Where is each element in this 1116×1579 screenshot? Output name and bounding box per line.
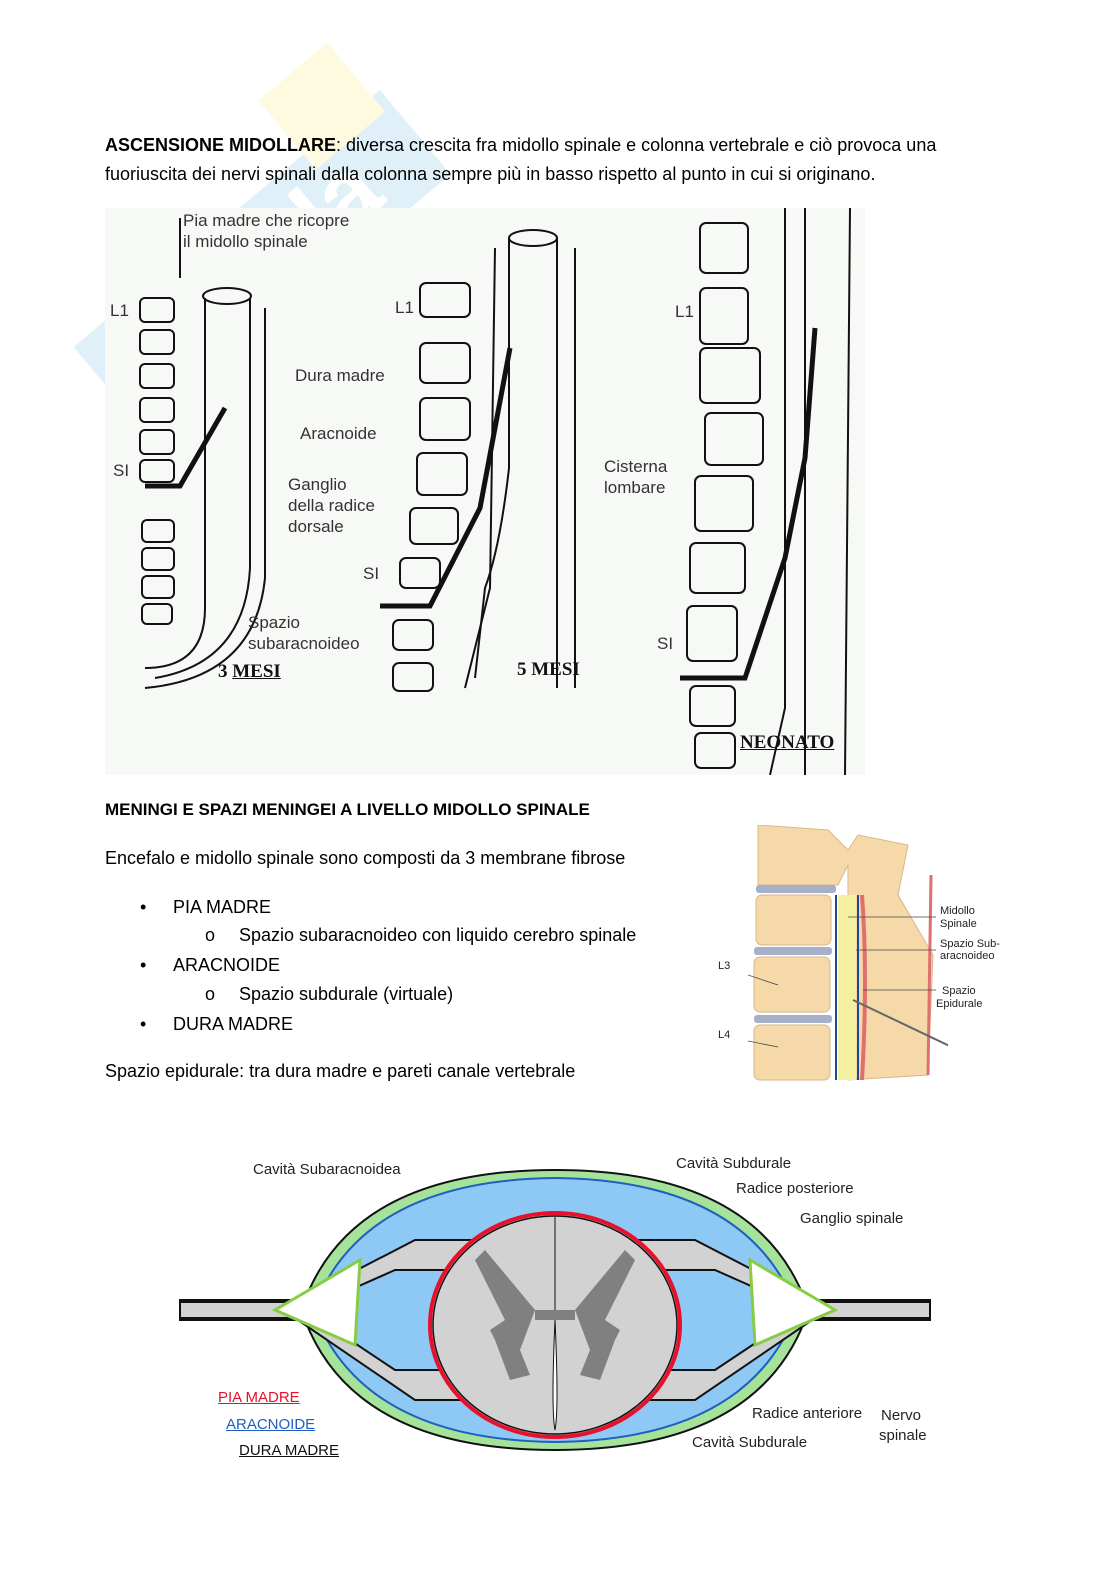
label-5-mesi: 5 MESI xyxy=(517,659,580,680)
label-radice-posteriore: Radice posteriore xyxy=(736,1180,854,1197)
label-aracnoide-legend: ARACNOIDE xyxy=(226,1416,316,1433)
label-l1-c: L1 xyxy=(675,302,694,321)
label-l1-a: L1 xyxy=(110,301,129,320)
bullet-item: •ARACNOIDE xyxy=(140,955,281,975)
meningi-intro: Encefalo e midollo spinale sono composti… xyxy=(105,848,626,868)
bullet-item: •DURA MADRE xyxy=(140,1014,294,1034)
intro-title: ASCENSIONE MIDOLLARE xyxy=(105,135,337,155)
label-aracnoide: Aracnoide xyxy=(300,424,377,443)
label-si-b: SI xyxy=(363,564,380,583)
label-l3: L3 xyxy=(718,960,731,972)
label-radice-anteriore: Radice anteriore xyxy=(752,1405,863,1422)
meningi-heading: MENINGI E SPAZI MENINGEI A LIVELLO MIDOL… xyxy=(105,800,590,819)
label-l1-b: L1 xyxy=(395,298,414,317)
label-spazio-2: subaracnoideo xyxy=(248,634,360,653)
figure2-lumbar-spine xyxy=(748,825,948,1081)
vertebrae-5-mesi xyxy=(392,282,471,692)
label-ganglio-3: dorsale xyxy=(288,517,344,536)
label-si-c: SI xyxy=(657,634,674,653)
label-si-a: SI xyxy=(113,461,130,480)
label-l4: L4 xyxy=(718,1029,731,1041)
label-dura-madre: Dura madre xyxy=(295,366,385,385)
label-nervo-1: Nervo xyxy=(881,1407,922,1424)
bullet-item: •PIA MADRE xyxy=(140,897,272,917)
vertebrae-neonato xyxy=(686,222,764,769)
label-ganglio-spinale: Ganglio spinale xyxy=(800,1210,904,1227)
label-subaracnoideo-2: aracnoideo xyxy=(940,950,995,962)
label-cisterna-2: lombare xyxy=(604,478,666,497)
label-pia-madre: PIA MADRE xyxy=(218,1389,300,1406)
label-cavita-subaracnoidea: Cavità Subaracnoidea xyxy=(253,1161,401,1178)
label-ganglio-2: della radice xyxy=(288,496,375,515)
label-neonato: NEONATO xyxy=(740,732,835,753)
label-pia-madre-2: il midollo spinale xyxy=(183,232,308,251)
label-ganglio-1: Ganglio xyxy=(288,475,347,494)
epidurale-text: Spazio epidurale: tra dura madre e paret… xyxy=(105,1061,576,1081)
figure1-drawing xyxy=(139,208,851,775)
label-midollo-1: Midollo xyxy=(940,905,975,917)
label-cavita-subdurale-top: Cavità Subdurale xyxy=(676,1155,792,1172)
label-cisterna-1: Cisterna xyxy=(604,457,668,476)
vertebrae-3-mesi xyxy=(139,297,175,625)
label-spazio-1: Spazio xyxy=(248,613,300,632)
label-cavita-subdurale-bottom: Cavità Subdurale xyxy=(692,1434,808,1451)
label-epidurale-1: Spazio xyxy=(942,985,976,997)
label-subaracnoideo-1: Spazio Sub- xyxy=(940,938,1000,950)
label-midollo-2: Spinale xyxy=(940,918,977,930)
intro-line-2: fuoriuscita dei nervi spinali dalla colo… xyxy=(105,164,876,184)
label-nervo-2: spinale xyxy=(879,1427,927,1444)
label-dura-madre-legend: DURA MADRE xyxy=(239,1442,340,1459)
label-pia-madre-1: Pia madre che ricopre xyxy=(183,211,350,230)
label-3-mesi: 3 MESI xyxy=(218,661,281,682)
intro-text: : diversa crescita fra midollo spinale e… xyxy=(336,135,937,155)
figure3-spinal-cross-section xyxy=(179,1168,931,1452)
label-epidurale-2: Epidurale xyxy=(936,998,983,1010)
intro-line-1: ASCENSIONE MIDOLLARE: diversa crescita f… xyxy=(105,134,936,156)
